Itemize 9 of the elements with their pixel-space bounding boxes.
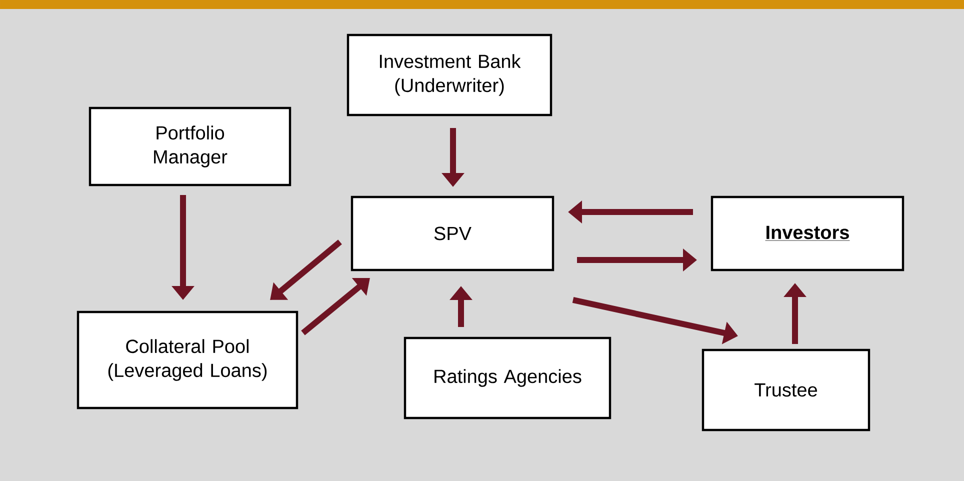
- process-box: Ratings Agencies: [404, 336, 612, 420]
- process-box: Trustee: [702, 348, 870, 432]
- process-box: Investors: [710, 196, 904, 272]
- arrow: [301, 278, 370, 336]
- process-box: Portfolio Manager: [88, 106, 292, 186]
- process-box: Collateral Pool (Leveraged Loans): [76, 310, 298, 410]
- process-box: Investment Bank (Underwriter): [346, 34, 552, 116]
- process-box: SPV: [350, 196, 554, 272]
- arrow: [270, 240, 342, 300]
